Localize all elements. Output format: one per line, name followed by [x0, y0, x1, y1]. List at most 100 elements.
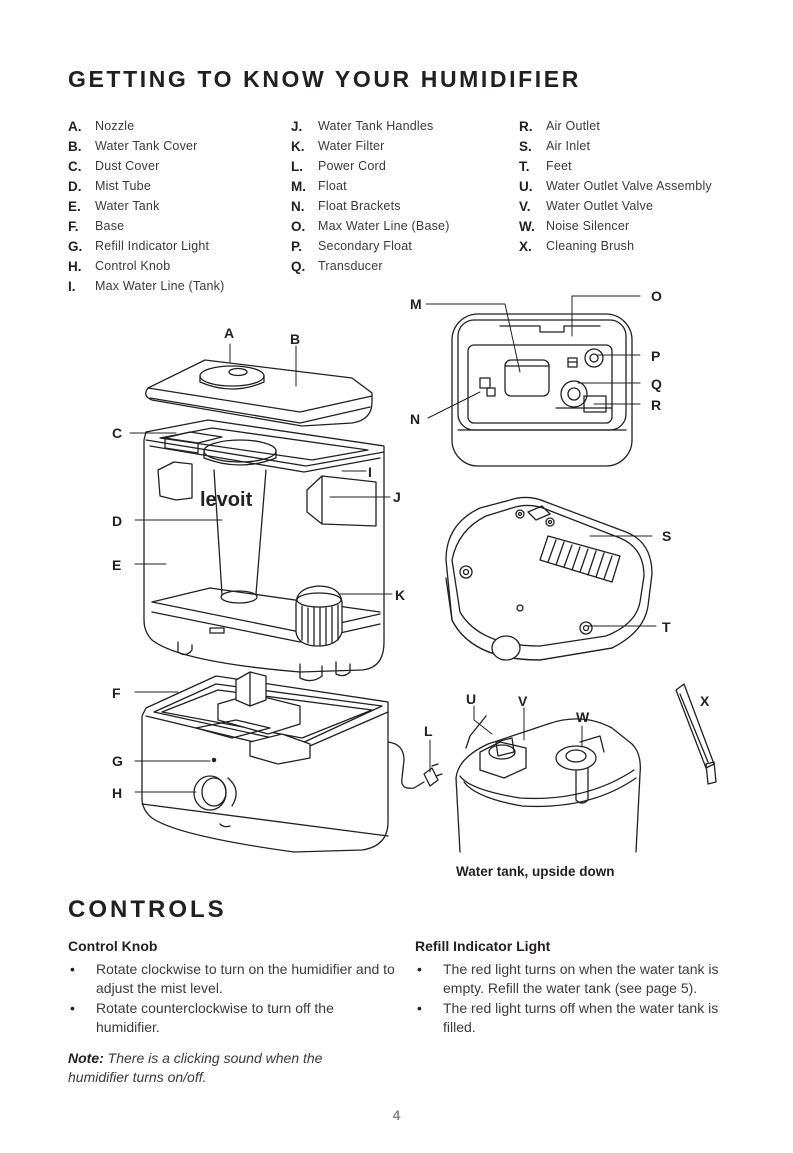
- callout-m: M: [410, 296, 422, 312]
- callout-n: N: [410, 411, 420, 427]
- humidifier-exploded-diagram: levoit A B C D E F G H I J: [112, 288, 717, 853]
- part-letter: R.: [519, 118, 533, 134]
- part-name: Max Water Line (Tank): [95, 279, 225, 293]
- base-bottom-view-illustration: [445, 496, 653, 661]
- part-item: S.Air Inlet: [519, 136, 712, 156]
- bullet-item: The red light turns on when the water ta…: [415, 960, 745, 998]
- part-item: O. Max Water Line (Base): [291, 216, 450, 236]
- part-item: I. Max Water Line (Tank): [68, 276, 224, 296]
- refill-light-bullets: The red light turns on when the water ta…: [415, 960, 745, 1037]
- callout-d: D: [112, 513, 122, 529]
- part-letter: Q.: [291, 258, 306, 274]
- note: Note: There is a clicking sound when the…: [68, 1049, 378, 1087]
- part-letter: N.: [291, 198, 305, 214]
- brand-logo: levoit: [200, 489, 253, 511]
- part-name: Water Tank Handles: [318, 119, 434, 133]
- part-name: Max Water Line (Base): [318, 219, 450, 233]
- tank-upside-down-illustration: [455, 715, 641, 853]
- part-letter: V.: [519, 198, 531, 214]
- part-item: X.Cleaning Brush: [519, 236, 712, 256]
- part-letter: U.: [519, 178, 533, 194]
- part-name: Air Inlet: [546, 139, 591, 153]
- bullet-item: Rotate counterclockwise to turn off the …: [68, 999, 398, 1037]
- part-letter: I.: [68, 278, 76, 294]
- refill-light-heading: Refill Indicator Light: [415, 938, 551, 954]
- part-name: Noise Silencer: [546, 219, 630, 233]
- callout-o: O: [651, 288, 662, 304]
- part-item: C. Dust Cover: [68, 156, 224, 176]
- part-item: P. Secondary Float: [291, 236, 450, 256]
- callout-a: A: [224, 325, 234, 341]
- part-item: H.Control Knob: [68, 256, 224, 276]
- callout-s: S: [662, 528, 671, 544]
- callout-t: T: [662, 619, 671, 635]
- part-letter: O.: [291, 218, 306, 234]
- callout-x: X: [700, 693, 710, 709]
- power-cord-illustration: [387, 741, 443, 789]
- base-top-view-illustration: [451, 313, 633, 467]
- part-letter: F.: [68, 218, 79, 234]
- part-item: Q.Transducer: [291, 256, 450, 276]
- diagram-caption: Water tank, upside down: [456, 864, 615, 879]
- part-letter: J.: [291, 118, 303, 134]
- callout-l: L: [424, 723, 433, 739]
- control-knob-section: Control Knob Rotate clockwise to turn on…: [68, 938, 398, 1038]
- part-item: M.Float: [291, 176, 450, 196]
- part-name: Water Filter: [318, 139, 385, 153]
- callout-k: K: [395, 587, 405, 603]
- tank-cover-illustration: [145, 359, 373, 427]
- part-name: Secondary Float: [318, 239, 413, 253]
- part-name: Water Tank: [95, 199, 160, 213]
- part-name: Mist Tube: [95, 179, 151, 193]
- part-name: Air Outlet: [546, 119, 601, 133]
- part-item: N.Float Brackets: [291, 196, 450, 216]
- part-name: Water Tank Cover: [95, 139, 198, 153]
- part-name: Refill Indicator Light: [95, 239, 210, 253]
- control-knob-bullets: Rotate clockwise to turn on the humidifi…: [68, 960, 398, 1037]
- part-letter: C.: [68, 158, 82, 174]
- part-item: U. Water Outlet Valve Assembly: [519, 176, 712, 196]
- callout-e: E: [112, 557, 121, 573]
- part-letter: E.: [68, 198, 81, 214]
- part-item: V.Water Outlet Valve: [519, 196, 712, 216]
- callout-leader-lines: [129, 295, 657, 793]
- part-name: Base: [95, 219, 125, 233]
- callout-b: B: [290, 331, 300, 347]
- part-item: L.Power Cord: [291, 156, 450, 176]
- part-item: G. Refill Indicator Light: [68, 236, 224, 256]
- part-letter: D.: [68, 178, 82, 194]
- callout-g: G: [112, 753, 123, 769]
- part-item: T.Feet: [519, 156, 712, 176]
- control-knob-heading: Control Knob: [68, 938, 158, 954]
- part-item: R. Air Outlet: [519, 116, 712, 136]
- part-name: Cleaning Brush: [546, 239, 635, 253]
- part-letter: W.: [519, 218, 535, 234]
- part-name: Dust Cover: [95, 159, 160, 173]
- callout-h: H: [112, 785, 122, 801]
- callout-v: V: [518, 693, 528, 709]
- part-letter: P.: [291, 238, 303, 254]
- part-item: D. Mist Tube: [68, 176, 224, 196]
- callout-p: P: [651, 348, 660, 364]
- callout-r: R: [651, 397, 661, 413]
- part-item: J. Water Tank Handles: [291, 116, 450, 136]
- callout-f: F: [112, 685, 121, 701]
- callout-q: Q: [651, 376, 662, 392]
- controls-title: CONTROLS: [68, 896, 227, 923]
- water-tank-illustration: [143, 419, 385, 682]
- refill-light-section: Refill Indicator Light The red light tur…: [415, 938, 745, 1038]
- callout-u: U: [466, 691, 476, 707]
- part-letter: H.: [68, 258, 82, 274]
- page-title: GETTING TO KNOW YOUR HUMIDIFIER: [68, 66, 581, 92]
- part-name: Feet: [546, 159, 572, 173]
- part-letter: K.: [291, 138, 305, 154]
- part-item: W. Noise Silencer: [519, 216, 712, 236]
- part-name: Water Outlet Valve Assembly: [546, 179, 712, 193]
- callout-labels: A B C D E F G H I J K L M N O P Q R S T …: [112, 288, 710, 801]
- note-text: There is a clicking sound when the humid…: [68, 1050, 323, 1085]
- part-letter: B.: [68, 138, 82, 154]
- part-letter: G.: [68, 238, 83, 254]
